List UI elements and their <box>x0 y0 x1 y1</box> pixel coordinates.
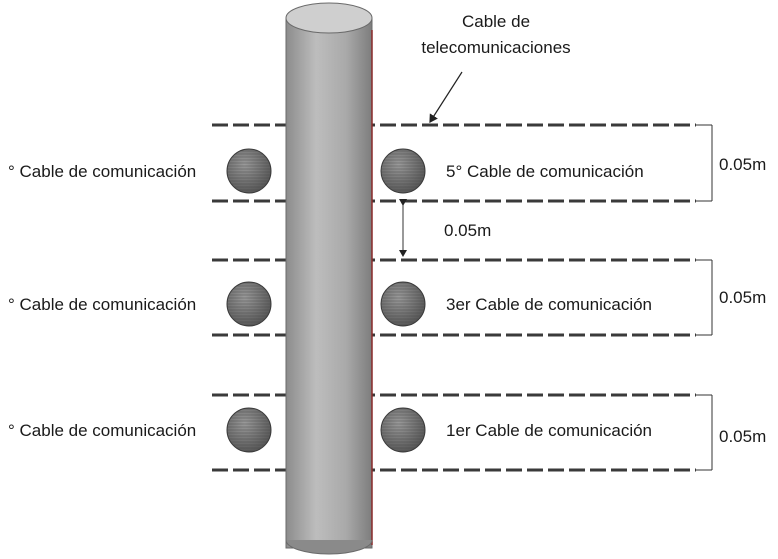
left-cable-label-2: ° Cable de comunicación <box>8 295 196 314</box>
spacing-dimension: 0.05m <box>399 199 491 257</box>
cable-right-1 <box>380 148 426 194</box>
cable-left-3 <box>226 407 272 453</box>
right-cable-label-1: 5° Cable de comunicación <box>446 162 644 181</box>
right-cable-label-3: 1er Cable de comunicación <box>446 421 652 440</box>
left-cable-label-3: ° Cable de comunicación <box>8 421 196 440</box>
band-height-label-2: 0.05m <box>719 288 766 307</box>
band-height-dimension-1: 0.05m <box>696 124 766 202</box>
band-height-label-3: 0.05m <box>719 427 766 446</box>
pole-top <box>285 2 373 34</box>
band-height-dimension-2: 0.05m <box>696 259 766 336</box>
band-height-dimension-3: 0.05m <box>696 394 766 471</box>
right-cable-label-2: 3er Cable de comunicación <box>446 295 652 314</box>
callout-label-line-1: Cable de <box>462 12 530 31</box>
band-lines <box>212 123 696 472</box>
cable-left-1 <box>226 148 272 194</box>
pole-body <box>285 17 373 549</box>
cable-right-3 <box>380 407 426 453</box>
left-cable-label-1: ° Cable de comunicación <box>8 162 196 181</box>
callout-label-line-2: telecomunicaciones <box>421 38 570 57</box>
callout-arrow <box>429 71 463 124</box>
band-height-label-1: 0.05m <box>719 155 766 174</box>
cable-left-2 <box>226 281 272 327</box>
pole <box>285 2 373 555</box>
band-height-dimensions: 0.05m 0.05m 0.05m <box>696 124 766 471</box>
cable-labels: 5° Cable de comunicación 3er Cable de co… <box>8 162 652 440</box>
spacing-label: 0.05m <box>444 221 491 240</box>
telecom-callout: Cable de telecomunicaciones <box>421 12 571 124</box>
cables <box>226 148 426 453</box>
cable-right-2 <box>380 281 426 327</box>
pole-bottom <box>285 539 373 555</box>
